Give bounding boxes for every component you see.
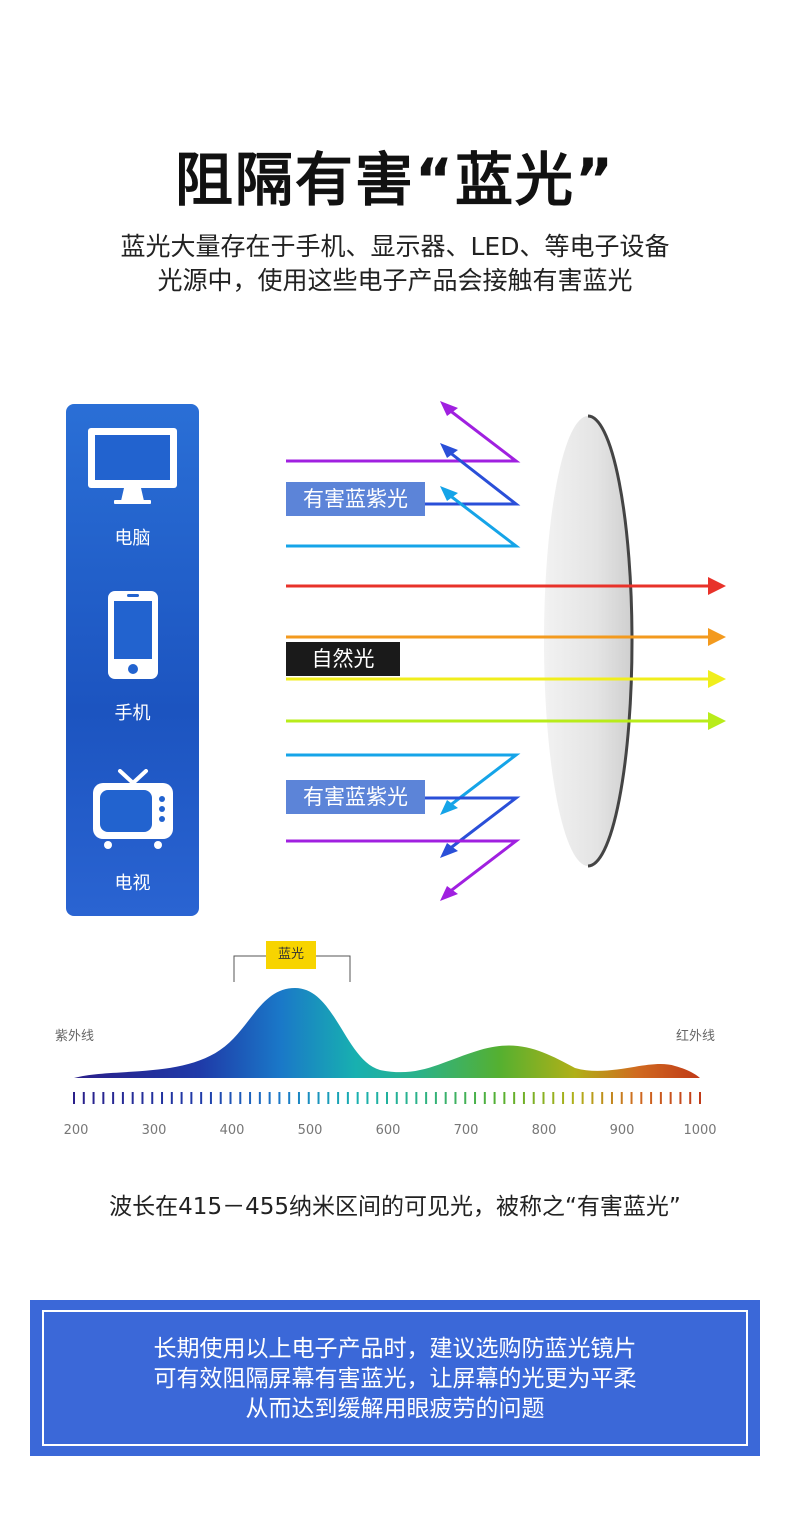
spectrum-tick-label: 900 <box>610 1123 635 1138</box>
natural-light-rays <box>286 577 726 730</box>
lens-shape <box>544 414 634 868</box>
spectrum-tick-label: 300 <box>142 1123 167 1138</box>
device-label-tv: 电视 <box>114 873 151 894</box>
recommendation-line-2: 可有效阻隔屏幕有害蓝光，让屏幕的光更为平柔 <box>153 1366 637 1392</box>
recommendation-border: 长期使用以上电子产品时，建议选购防蓝光镜片 可有效阻隔屏幕有害蓝光，让屏幕的光更… <box>42 1310 748 1446</box>
spectrum-curve <box>74 988 700 1078</box>
spectrum-tick-label: 700 <box>454 1123 479 1138</box>
harmful-rays-bottom <box>286 753 521 901</box>
spectrum-tick-label: 1000 <box>683 1123 716 1138</box>
recommendation-box: 长期使用以上电子产品时，建议选购防蓝光镜片 可有效阻隔屏幕有害蓝光，让屏幕的光更… <box>30 1300 760 1456</box>
spectrum-tick-label: 800 <box>532 1123 557 1138</box>
harmful-light-tag-bottom: 有害蓝紫光 <box>286 780 425 814</box>
phone-icon <box>108 591 158 679</box>
blue-light-band-label: 蓝光 <box>266 941 316 969</box>
harmful-rays-top <box>286 401 521 548</box>
spectrum-tick-labels: 200 300 400 500 600 700 800 900 1000 <box>64 1123 717 1138</box>
spectrum-ticks <box>73 1092 701 1104</box>
spectrum-chart: 200 300 400 500 600 700 800 900 1000 <box>64 955 717 1138</box>
spectrum-tick-label: 400 <box>220 1123 245 1138</box>
subtitle-line-1: 蓝光大量存在于手机、显示器、LED、等电子设备 <box>120 232 670 261</box>
subtitle-line-2: 光源中，使用这些电子产品会接触有害蓝光 <box>157 266 633 295</box>
device-label-phone: 手机 <box>114 703 151 724</box>
monitor-icon <box>88 428 177 504</box>
tv-icon <box>93 769 173 849</box>
harmful-light-tag-top: 有害蓝紫光 <box>286 482 425 516</box>
spectrum-tick-label: 500 <box>298 1123 323 1138</box>
blue-light-bracket <box>233 955 266 982</box>
spectrum-tick-label: 600 <box>376 1123 401 1138</box>
recommendation-line-1: 长期使用以上电子产品时，建议选购防蓝光镜片 <box>153 1336 637 1362</box>
recommendation-line-3: 从而达到缓解用眼疲劳的问题 <box>245 1396 545 1422</box>
wavelength-description: 波长在415－455纳米区间的可见光，被称之“有害蓝光” <box>109 1194 681 1220</box>
spectrum-tick-label: 200 <box>64 1123 89 1138</box>
device-label-computer: 电脑 <box>114 528 151 549</box>
uv-label: 紫外线 <box>55 1029 95 1044</box>
ir-label: 红外线 <box>676 1029 716 1044</box>
device-panel: 电脑 手机 电视 <box>66 404 199 916</box>
page-title: 阻隔有害“蓝光” <box>174 146 616 214</box>
lens-light-diagram <box>286 401 726 901</box>
natural-light-tag: 自然光 <box>286 642 400 676</box>
